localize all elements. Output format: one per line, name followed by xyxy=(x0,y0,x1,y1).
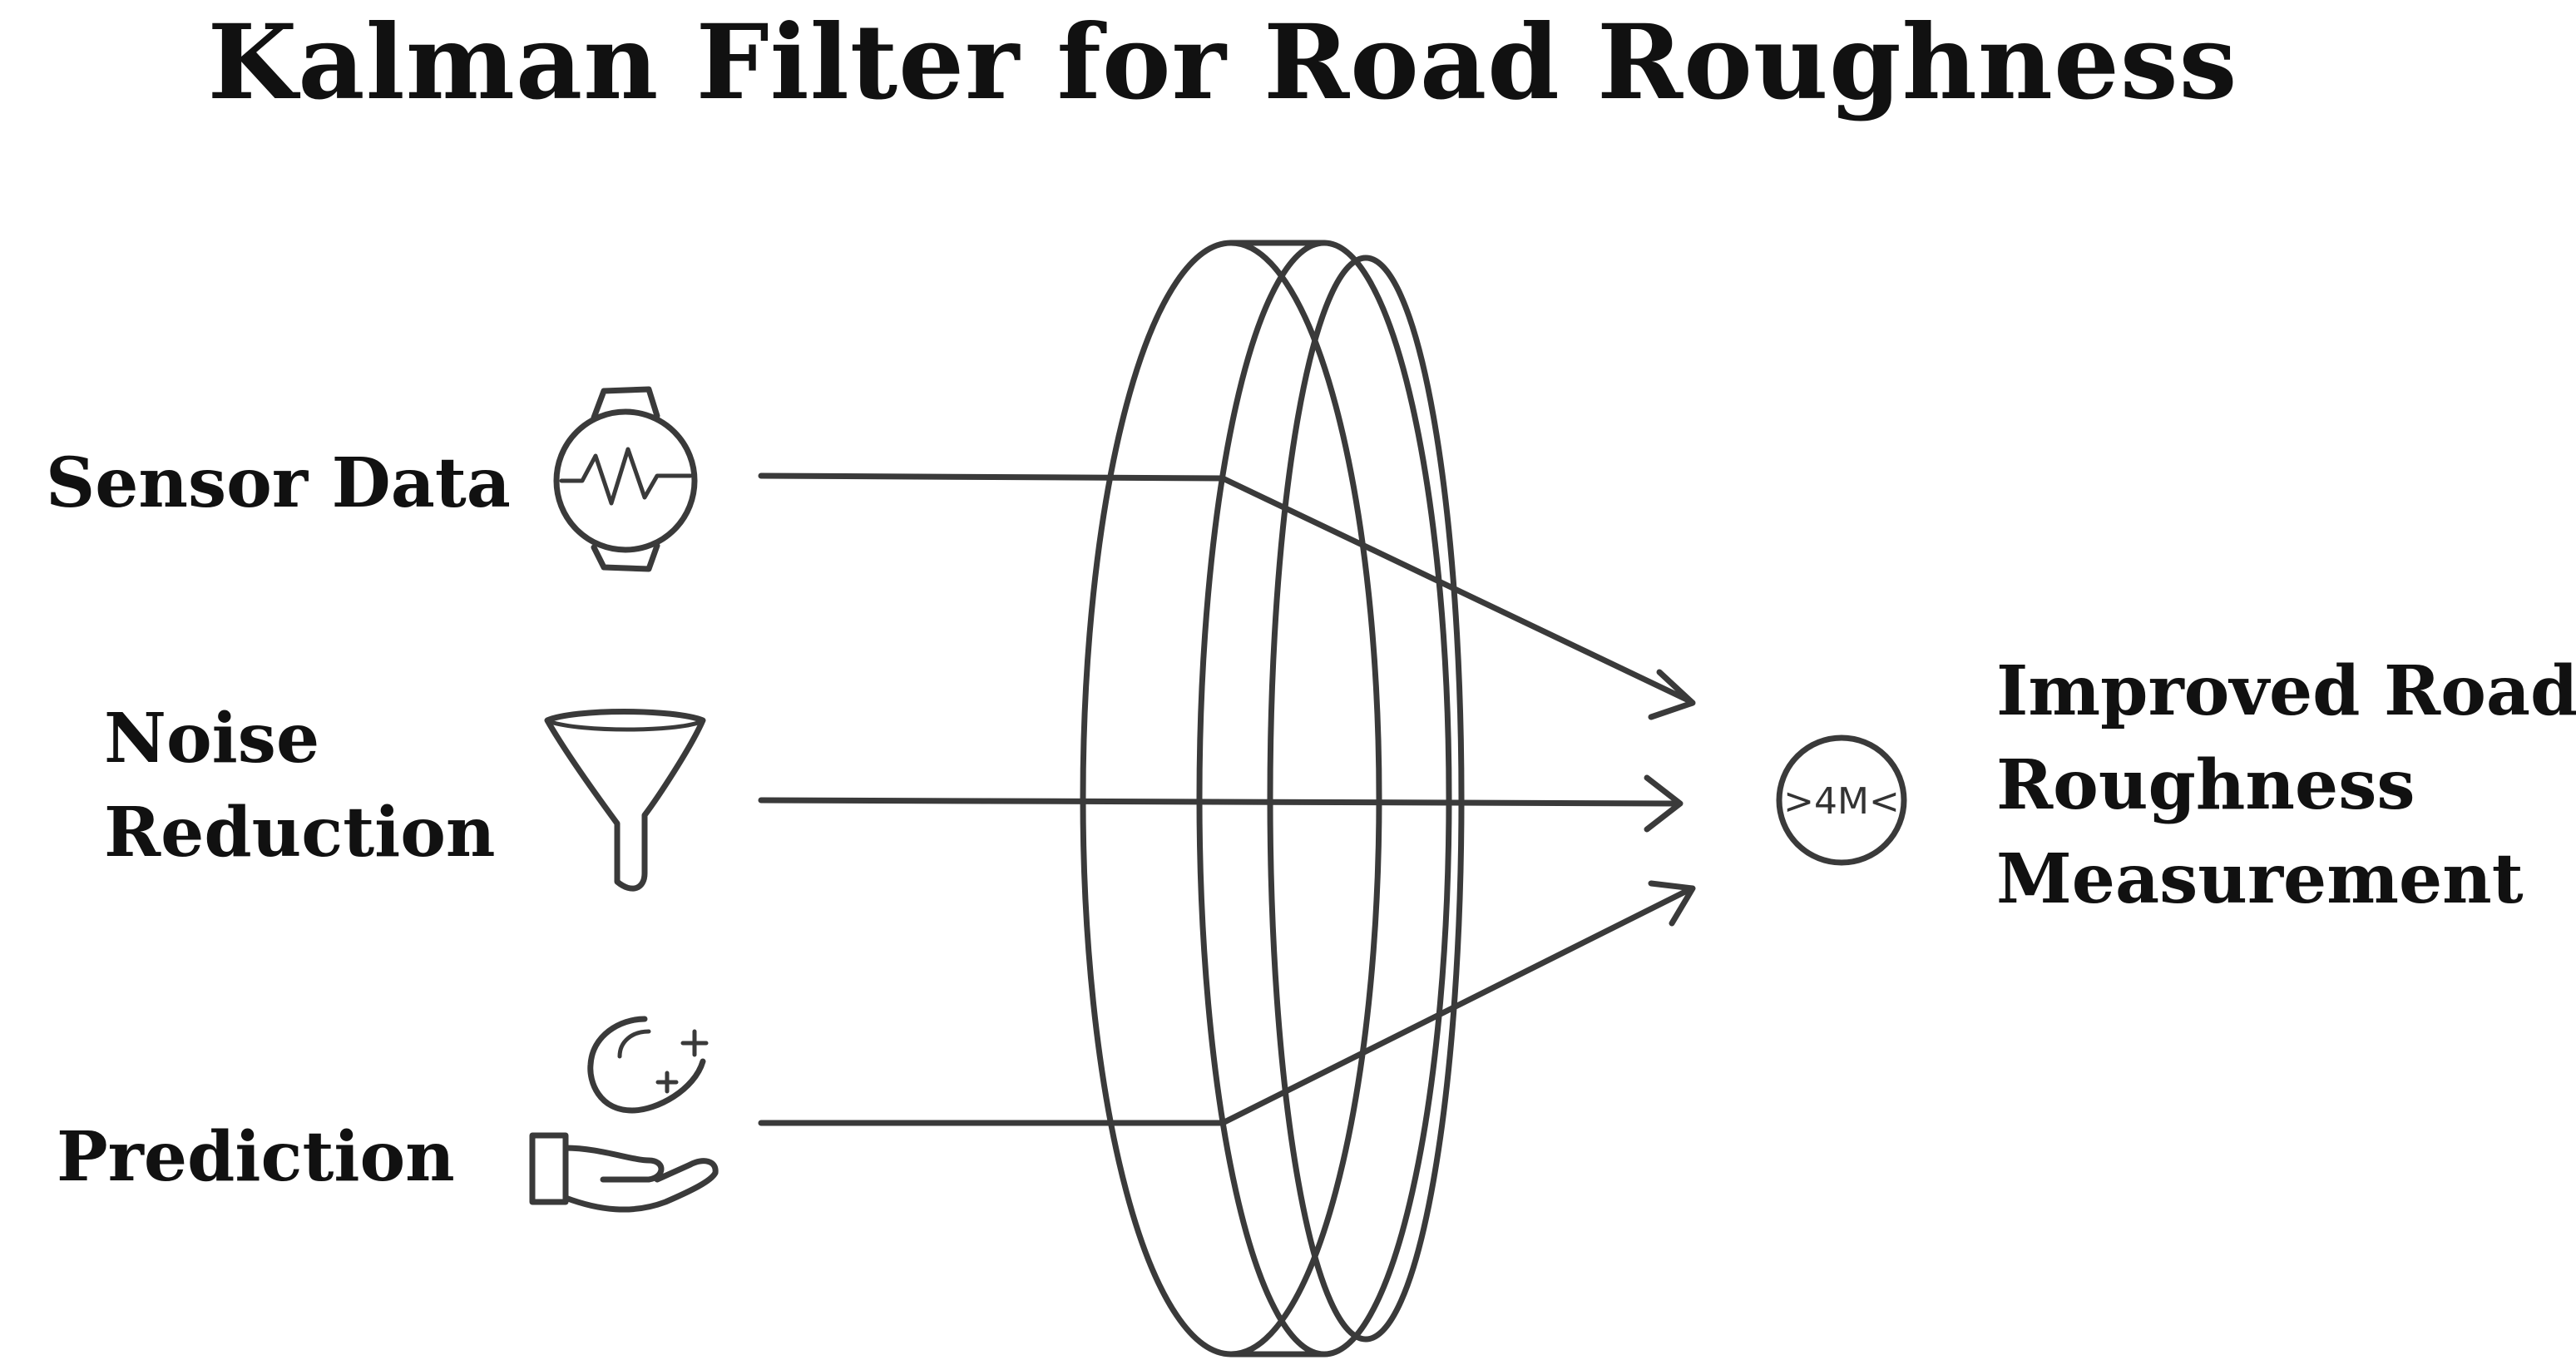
label-line: Sensor Data xyxy=(46,443,511,523)
funnel-icon xyxy=(544,709,706,892)
smartwatch-waveform-icon xyxy=(553,386,698,572)
label-line: Noise xyxy=(104,699,320,779)
label-line: Roughness xyxy=(1996,745,2415,826)
measurement-badge-text: >4M< xyxy=(1783,780,1900,823)
output-label: Improved Road Roughness Measurement xyxy=(1996,645,2576,927)
input-label-noise-reduction: Noise Reduction xyxy=(104,692,496,880)
arrow-noise-reduction xyxy=(758,774,1684,833)
arrow-prediction xyxy=(758,880,1696,1126)
lens-disc-icon xyxy=(1080,240,1465,1358)
hand-holding-crystal-ball-icon xyxy=(529,1016,719,1213)
input-label-prediction: Prediction xyxy=(57,1110,455,1204)
label-line: Measurement xyxy=(1996,839,2524,920)
page-title: Kalman Filter for Road Roughness xyxy=(207,2,2238,123)
arrow-sensor-data xyxy=(758,472,1696,720)
label-line: Reduction xyxy=(104,793,496,873)
label-line: Improved Road xyxy=(1996,651,2576,731)
label-line: Prediction xyxy=(57,1117,455,1197)
input-label-sensor-data: Sensor Data xyxy=(46,437,511,531)
measurement-badge-icon: >4M< xyxy=(1776,734,1907,866)
